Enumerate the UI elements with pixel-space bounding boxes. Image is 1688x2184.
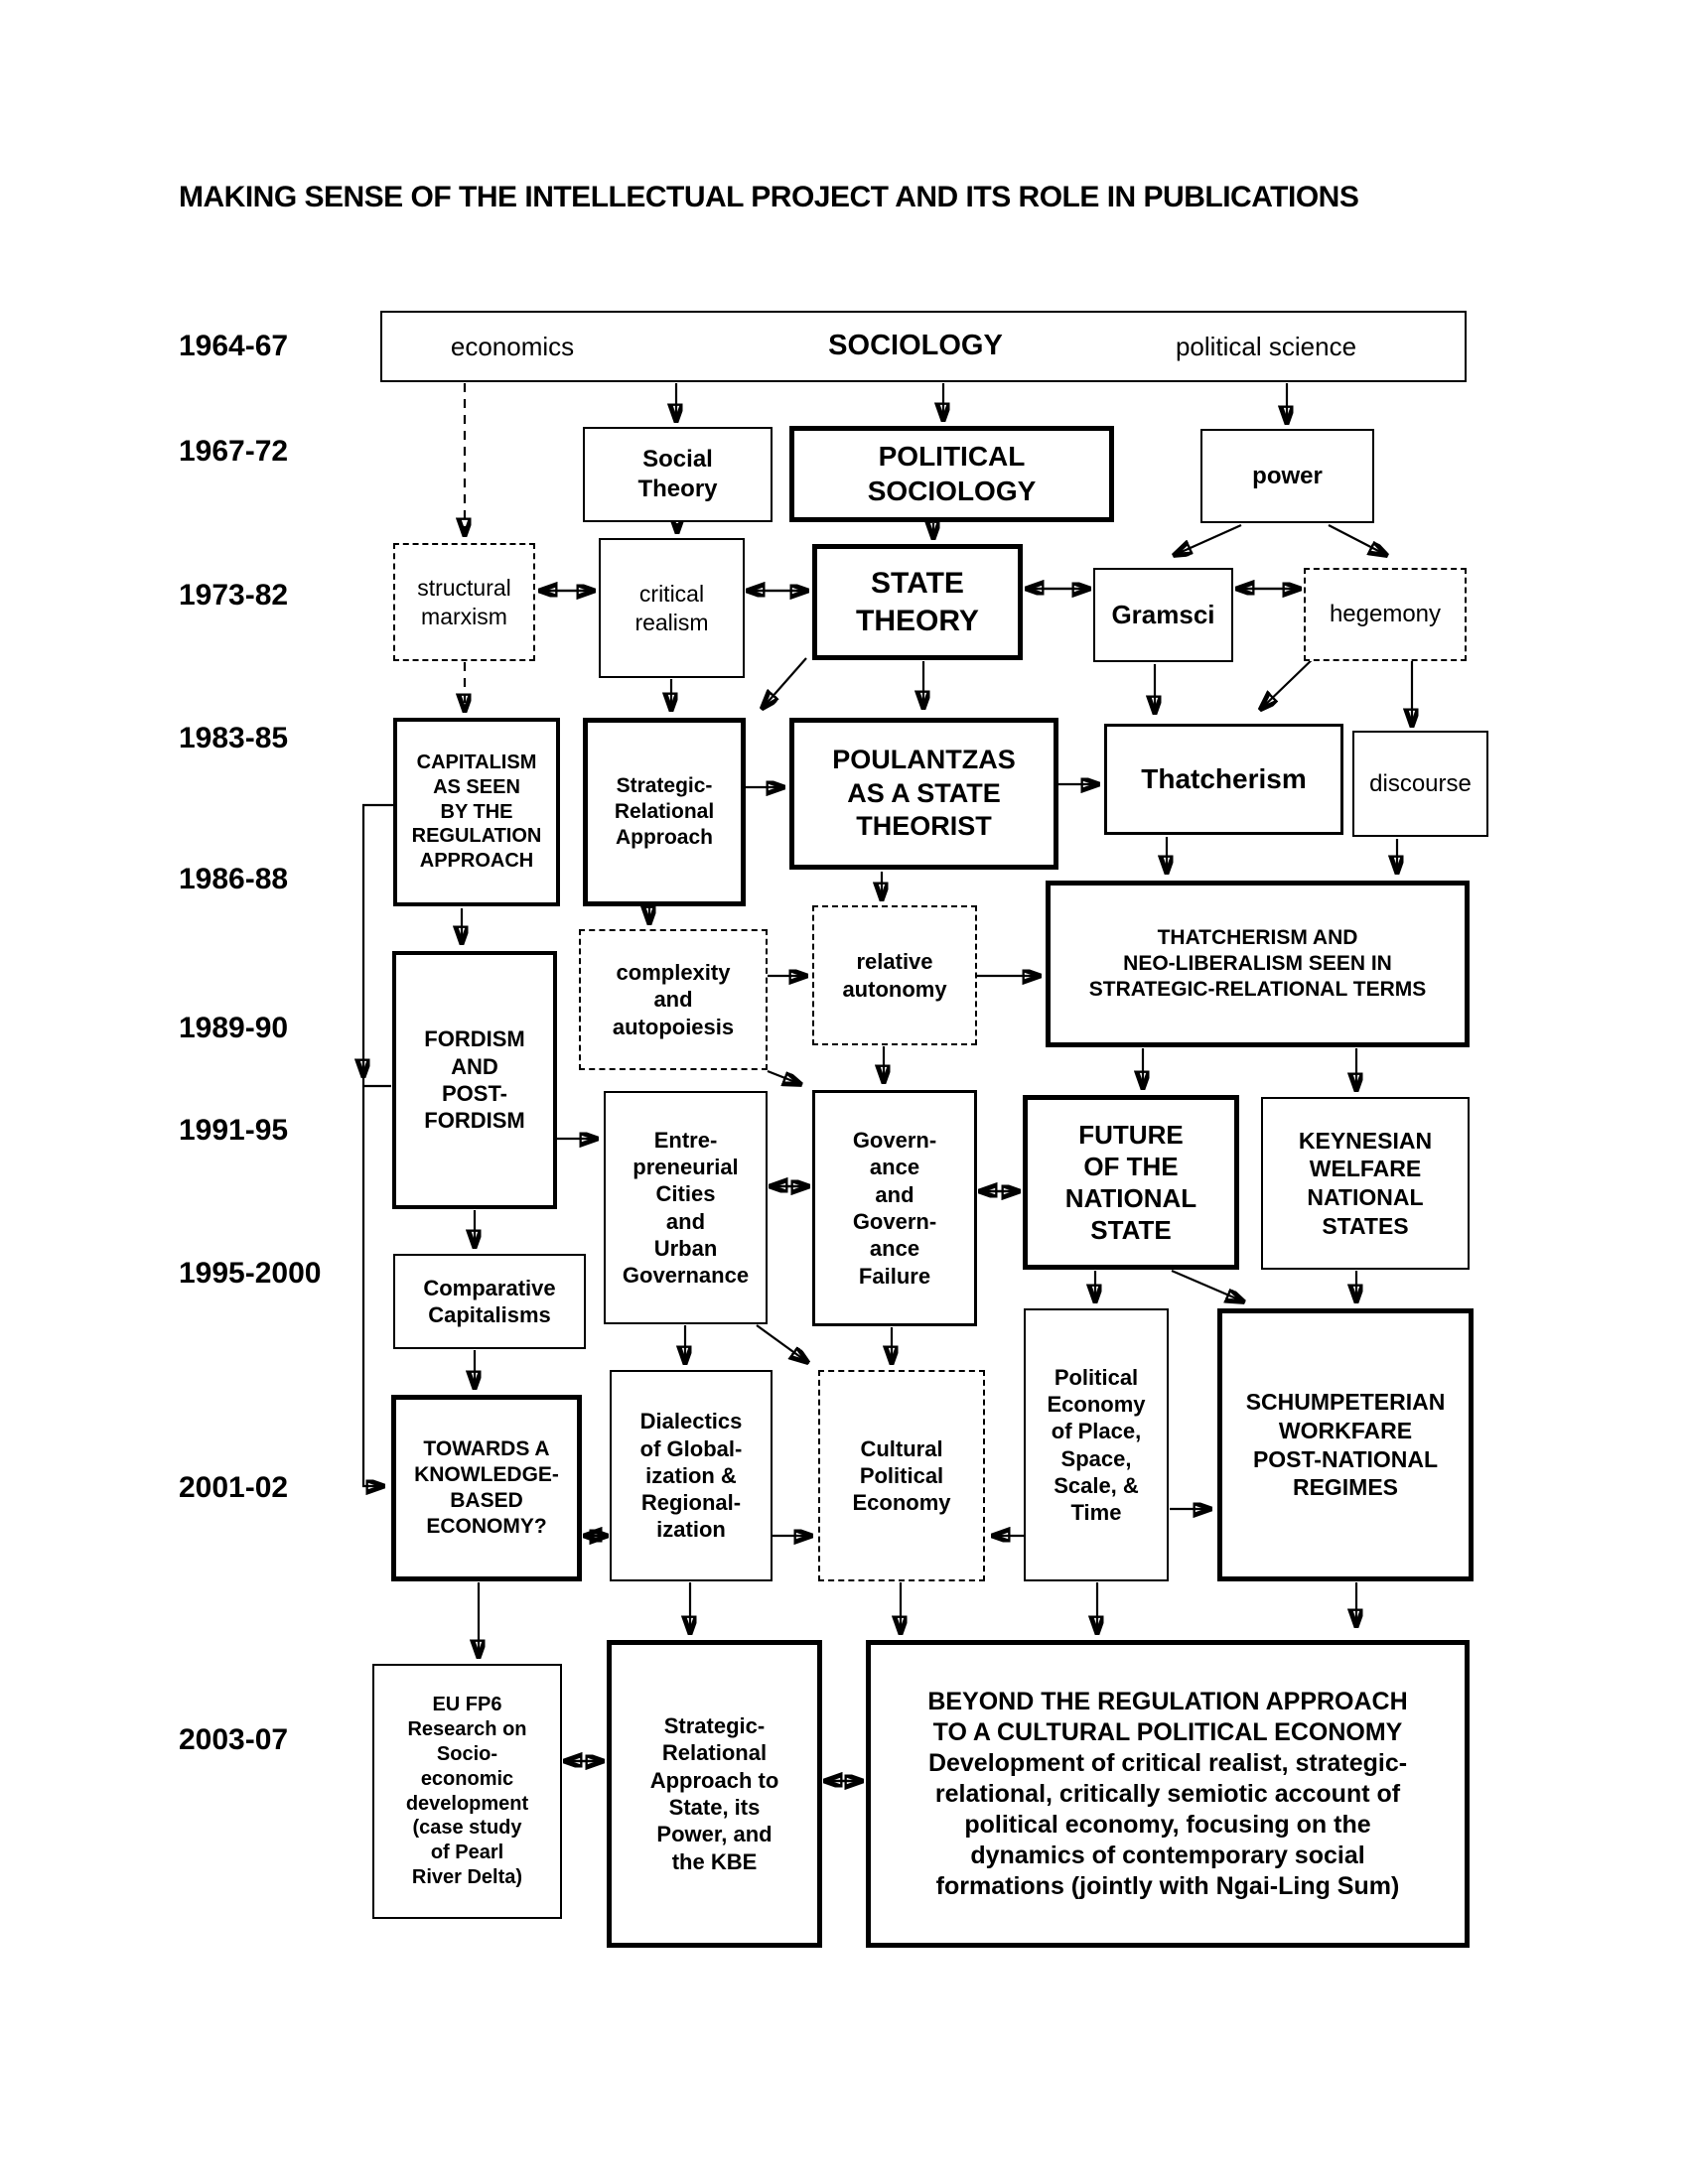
node-sra-state-kbe: Strategic- Relational Approach to State,…	[607, 1640, 822, 1948]
node-schumpeterian-workfare: SCHUMPETERIAN WORKFARE POST-NATIONAL REG…	[1217, 1308, 1474, 1581]
node-entrepreneurial-cities: Entre- preneurial Cities and Urban Gover…	[604, 1091, 768, 1324]
node-beyond-regulation: BEYOND THE REGULATION APPROACH TO A CULT…	[866, 1640, 1470, 1948]
year-label-1973-82: 1973-82	[179, 579, 289, 612]
arrow-power-to-hegemony	[1328, 524, 1386, 555]
node-state-theory: STATE THEORY	[812, 544, 1023, 660]
discipline-political-science-label: political science	[1175, 331, 1357, 361]
node-strategic-relational: Strategic- Relational Approach	[583, 718, 746, 906]
node-thatcherism-neoliberalism: THATCHERISM AND NEO-LIBERALISM SEEN IN S…	[1046, 881, 1470, 1047]
year-label-2001-02: 2001-02	[179, 1471, 289, 1504]
year-label-1983-85: 1983-85	[179, 722, 289, 754]
diagram-title: MAKING SENSE OF THE INTELLECTUAL PROJECT…	[179, 181, 1359, 213]
node-future-national-state: FUTURE OF THE NATIONAL STATE	[1023, 1095, 1239, 1270]
discipline-economics-label: economics	[450, 331, 575, 361]
node-eu-fp6: EU FP6 Research on Socio- economic devel…	[372, 1664, 562, 1919]
discipline-sociology-label: SOCIOLOGY	[828, 330, 1003, 362]
year-label-1989-90: 1989-90	[179, 1012, 289, 1044]
arrow-statetheory-to-sra	[763, 657, 807, 708]
node-governance-failure: Govern- ance and Govern- ance Failure	[812, 1090, 977, 1326]
node-dialectics-globalization: Dialectics of Global- ization & Regional…	[610, 1370, 773, 1581]
year-label-2003-07: 2003-07	[179, 1723, 289, 1756]
year-label-1991-95: 1991-95	[179, 1114, 289, 1147]
connector-capitalism-to-towards-kbe	[361, 803, 393, 1486]
node-capitalism-regulation: CAPITALISM AS SEEN BY THE REGULATION APP…	[393, 718, 560, 906]
node-social-theory: Social Theory	[583, 427, 773, 522]
arrow-future-to-schumpeterian	[1171, 1269, 1243, 1301]
year-label-1967-72: 1967-72	[179, 435, 289, 468]
node-discourse: discourse	[1352, 731, 1488, 837]
node-poulantzas: POULANTZAS AS A STATE THEORIST	[789, 718, 1058, 870]
node-disciplines: economics SOCIOLOGY political science	[380, 311, 1467, 382]
arrow-hegemony-to-thatcherism	[1261, 653, 1319, 709]
node-keynesian-welfare: KEYNESIAN WELFARE NATIONAL STATES	[1261, 1097, 1470, 1270]
arrow-power-to-gramsci	[1175, 523, 1242, 555]
node-cultural-political-economy: Cultural Political Economy	[818, 1370, 985, 1581]
arrow-entre-to-cpe	[756, 1324, 807, 1362]
node-relative-autonomy: relative autonomy	[812, 905, 977, 1045]
node-towards-kbe: TOWARDS A KNOWLEDGE- BASED ECONOMY?	[391, 1395, 582, 1581]
node-political-sociology: POLITICAL SOCIOLOGY	[789, 426, 1114, 522]
node-critical-realism: critical realism	[599, 538, 745, 678]
node-political-economy-place: Political Economy of Place, Space, Scale…	[1024, 1308, 1169, 1581]
node-hegemony: hegemony	[1304, 568, 1467, 661]
node-structural-marxism: structural marxism	[393, 543, 535, 661]
node-gramsci: Gramsci	[1093, 568, 1233, 662]
year-label-1986-88: 1986-88	[179, 863, 289, 895]
node-complexity-autopoiesis: complexity and autopoiesis	[579, 929, 768, 1070]
node-comparative-capitalisms: Comparative Capitalisms	[393, 1254, 586, 1349]
year-label-1964-67: 1964-67	[179, 330, 289, 362]
node-power: power	[1200, 429, 1374, 523]
node-thatcherism: Thatcherism	[1104, 724, 1343, 835]
node-fordism: FORDISM AND POST- FORDISM	[392, 951, 557, 1209]
year-label-1995-2000: 1995-2000	[179, 1257, 322, 1290]
arrow-complexity-to-governance	[767, 1069, 800, 1084]
